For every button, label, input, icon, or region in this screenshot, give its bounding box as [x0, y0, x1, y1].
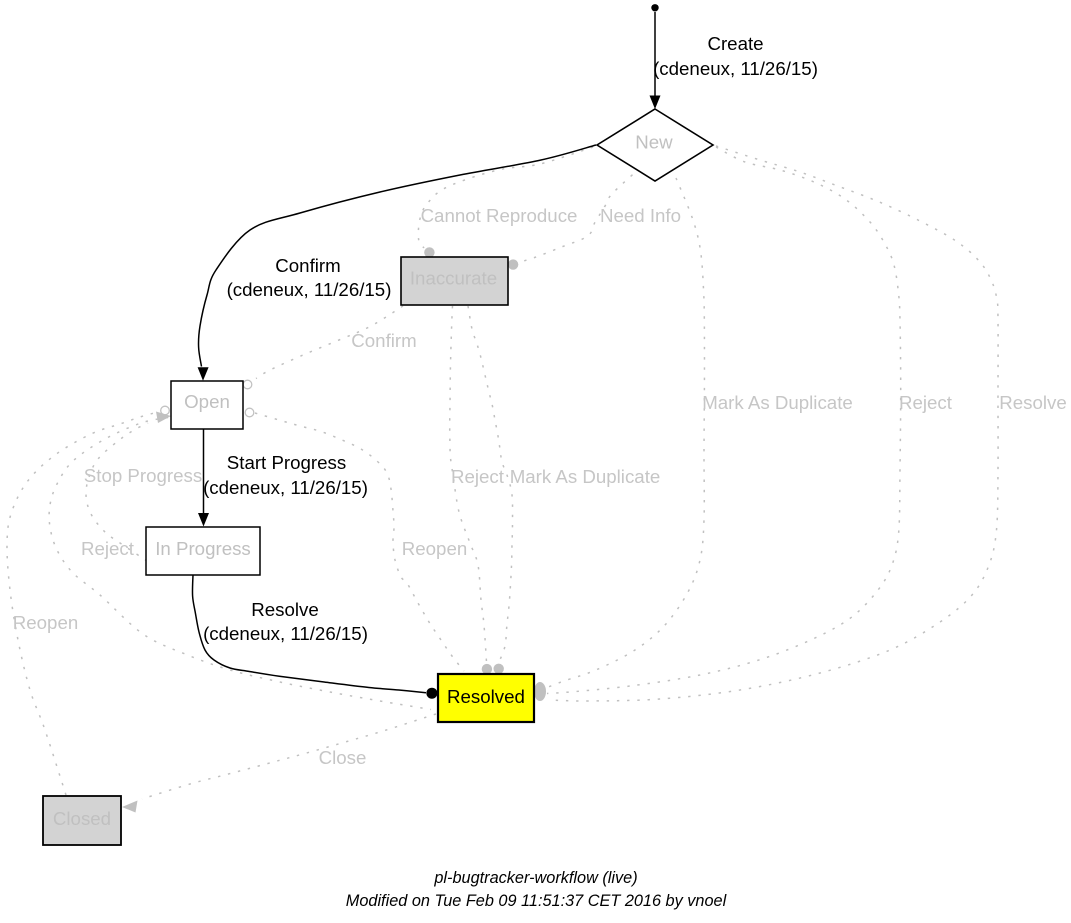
svg-text:Create: Create: [707, 33, 763, 54]
svg-text:Stop Progress: Stop Progress: [84, 465, 202, 486]
svg-text:(cdeneux, 11/26/15): (cdeneux, 11/26/15): [653, 58, 818, 79]
svg-text:pl-bugtracker-workflow (live): pl-bugtracker-workflow (live): [433, 869, 637, 887]
svg-text:Confirm: Confirm: [275, 255, 340, 276]
svg-text:(cdeneux, 11/26/15): (cdeneux, 11/26/15): [203, 623, 368, 644]
svg-text:Reopen: Reopen: [13, 612, 78, 633]
svg-text:Inaccurate: Inaccurate: [410, 268, 497, 289]
svg-text:New: New: [635, 132, 673, 153]
svg-text:Modified on Tue Feb 09 11:51:3: Modified on Tue Feb 09 11:51:37 CET 2016…: [346, 892, 727, 910]
svg-text:Mark As Duplicate: Mark As Duplicate: [702, 392, 853, 413]
svg-text:Reject: Reject: [81, 538, 135, 559]
svg-text:Closed: Closed: [53, 808, 111, 829]
svg-text:Reopen: Reopen: [402, 538, 467, 559]
svg-text:(cdeneux, 11/26/15): (cdeneux, 11/26/15): [227, 279, 392, 300]
svg-text:Open: Open: [184, 391, 230, 412]
svg-text:Mark As Duplicate: Mark As Duplicate: [510, 466, 661, 487]
svg-text:Need Info: Need Info: [600, 205, 681, 226]
svg-text:Start Progress: Start Progress: [227, 452, 346, 473]
svg-text:In Progress: In Progress: [155, 538, 251, 559]
svg-text:Confirm: Confirm: [351, 330, 416, 351]
svg-text:Cannot Reproduce: Cannot Reproduce: [421, 205, 578, 226]
svg-text:Resolve: Resolve: [999, 392, 1067, 413]
svg-text:Reject: Reject: [899, 392, 953, 413]
svg-text:Reject: Reject: [451, 466, 505, 487]
svg-text:Resolve: Resolve: [251, 599, 319, 620]
svg-text:Close: Close: [319, 747, 367, 768]
svg-text:(cdeneux, 11/26/15): (cdeneux, 11/26/15): [203, 477, 368, 498]
svg-text:Resolved: Resolved: [447, 686, 525, 707]
